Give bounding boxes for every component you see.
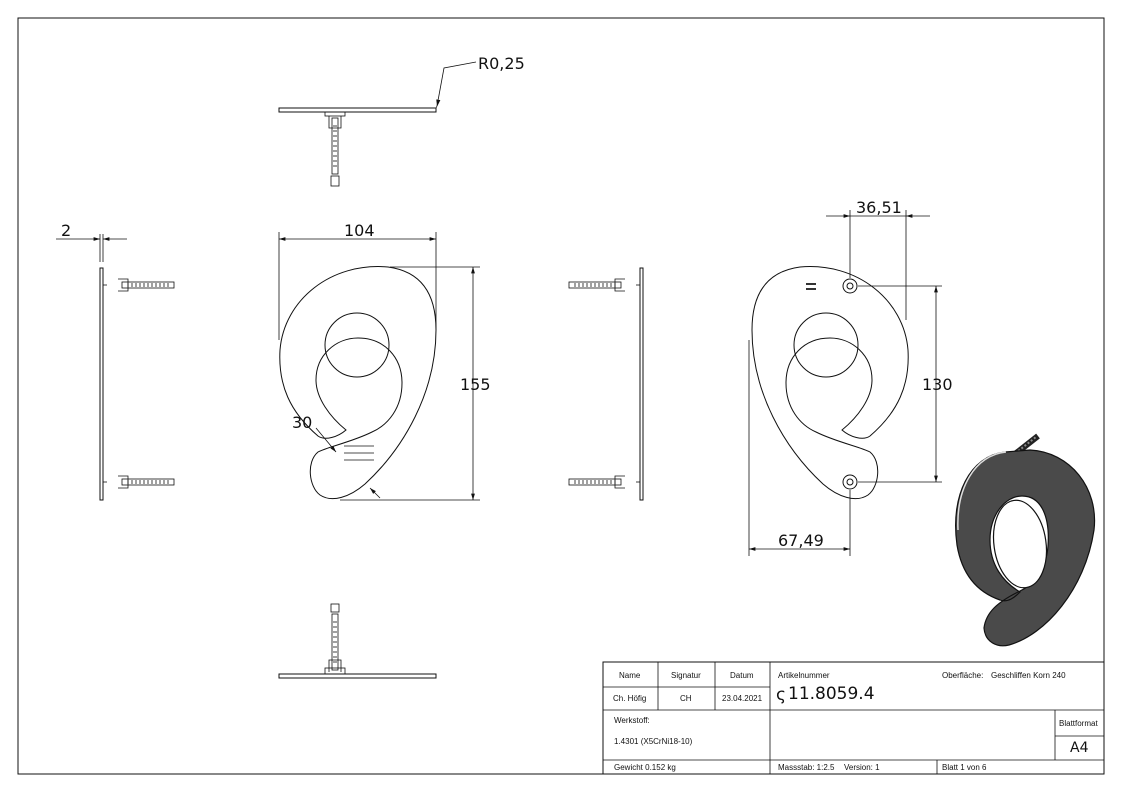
title-block: Name Signatur Datum Ch. Höfig CH 23.04.2…	[602, 661, 1105, 775]
top-view: R0,25	[278, 54, 525, 187]
front-view: 104 155 30	[278, 221, 491, 501]
tb-scale: Massstab: 1:2.5	[778, 763, 835, 772]
tb-weight: Gewicht 0.152 kg	[614, 763, 676, 772]
tb-sheet-format-label: Blattformat	[1059, 719, 1098, 728]
dim-width: 104	[344, 221, 375, 240]
tb-surface-label: Oberfläche:	[942, 671, 983, 680]
tb-col-date: Datum	[730, 671, 754, 680]
mount-hole-bottom	[842, 474, 858, 490]
mount-hole-top	[842, 278, 858, 294]
left-side-view: 2	[56, 221, 175, 501]
tb-material-label: Werkstoff:	[614, 716, 650, 725]
tb-col-name: Name	[619, 671, 641, 680]
tb-name: Ch. Höfig	[613, 694, 646, 703]
dim-height: 155	[460, 375, 491, 394]
dim-hole-spacing: 130	[922, 375, 953, 394]
tb-date: 23.04.2021	[722, 694, 763, 703]
tb-sheet-format: A4	[1070, 740, 1089, 756]
dim-tail-radius: 30	[292, 413, 312, 432]
dim-radius-top: R0,25	[478, 54, 525, 73]
tb-signature: CH	[680, 694, 692, 703]
dim-hole-offset-x: 36,51	[856, 198, 902, 217]
dim-hole-offset-bottom: 67,49	[778, 531, 824, 550]
isometric-view	[955, 433, 1096, 647]
tb-col-signature: Signatur	[671, 671, 701, 680]
rear-view: 36,51 130 67,49	[748, 198, 953, 556]
tb-version: Version: 1	[844, 763, 880, 772]
tb-article-label: Artikelnummer	[778, 671, 830, 680]
sheet-border	[17, 17, 1105, 775]
tb-sheet: Blatt 1 von 6	[942, 763, 987, 772]
bottom-view	[278, 603, 437, 679]
tb-article-prefix: ς	[776, 685, 786, 705]
tb-article-number: 11.8059.4	[788, 684, 875, 704]
right-side-view	[568, 267, 644, 501]
tb-material-value: 1.4301 (X5CrNi18-10)	[614, 737, 693, 746]
dim-thickness: 2	[61, 221, 71, 240]
tb-surface-value: Geschliffen Korn 240	[991, 671, 1066, 680]
